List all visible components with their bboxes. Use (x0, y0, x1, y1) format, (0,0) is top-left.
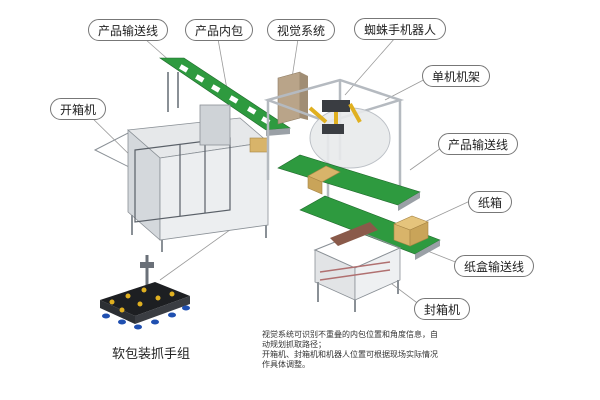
label-product-conveyor-right: 产品输送线 (438, 133, 519, 155)
top-conveyor (159, 57, 291, 136)
label-gripper-group: 软包装抓手组 (112, 347, 191, 362)
label-product-conveyor-top: 产品输送线 (88, 19, 169, 41)
gripper-assembly (100, 255, 190, 330)
label-spider-robot: 蜘蛛手机器人 (354, 18, 447, 40)
case-sealer-machine (313, 222, 402, 312)
carton-box (393, 215, 429, 247)
spider-robot (308, 100, 362, 134)
case-erector-machine (93, 104, 269, 252)
vision-system-unit (277, 71, 308, 125)
label-case-sealer: 封箱机 (414, 298, 471, 320)
label-single-frame: 单机机架 (422, 65, 491, 87)
label-case-erector: 开箱机 (50, 98, 107, 120)
label-carton: 纸箱 (468, 191, 513, 213)
footnote-text: 视觉系统可识别不重叠的内包位置和角度信息，自动规划抓取路径； 开箱机、封箱机和机… (262, 330, 438, 369)
label-vision-system: 视觉系统 (267, 19, 336, 41)
right-conveyor (277, 154, 421, 211)
label-carton-conveyor: 纸盒输送线 (454, 255, 535, 277)
label-product-inner-pack: 产品内包 (185, 19, 254, 41)
